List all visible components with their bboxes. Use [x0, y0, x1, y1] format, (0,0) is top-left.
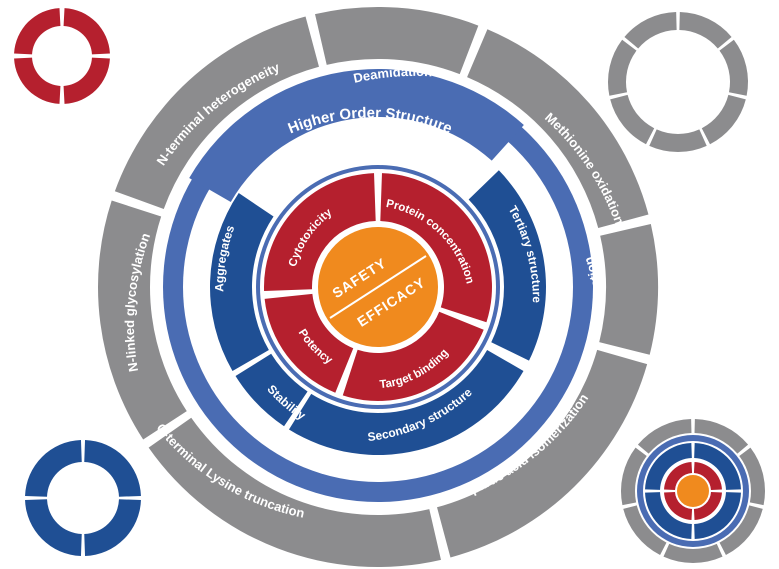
gray-segment-c-terminal-lysine-truncation — [148, 417, 441, 567]
blue-thumb-seg-2 — [25, 499, 82, 556]
multi-thumb-red-seg-0 — [693, 462, 722, 491]
red-thumb-seg-2 — [14, 57, 61, 104]
multi-thumb-red-seg-2 — [664, 491, 693, 520]
blue-segment-aggregates — [210, 193, 274, 371]
gray-segment-n-terminal-heterogeneity — [114, 16, 319, 210]
multi-thumb-center — [677, 475, 709, 507]
gray-thumb-seg-5 — [608, 39, 637, 96]
multi-thumb-gray-seg-3 — [663, 543, 723, 563]
blue-thumb-seg-0 — [84, 440, 141, 497]
multi-thumb-blue-seg-1 — [694, 492, 741, 539]
multi-thumb-blue-seg-3 — [645, 443, 692, 490]
gray-thumb-seg-2 — [701, 94, 746, 145]
blue-segment-secondary-structure — [288, 350, 524, 456]
multi-thumb-gray-seg-2 — [719, 505, 763, 556]
gray-ring-thumbnail — [608, 12, 748, 152]
gray-segment-glycation — [599, 224, 658, 355]
multi-thumb-gray-seg-5 — [621, 447, 647, 506]
center-divider — [329, 255, 427, 319]
main-diagram: SAFETY EFFICACY Deamidation Methionine o… — [97, 7, 658, 567]
multi-thumb-red-seg-1 — [693, 491, 722, 520]
multi-thumb-blue-seg-0 — [694, 443, 741, 490]
red-segment-potency — [264, 293, 354, 393]
blue-segment-tertiary-structure — [468, 170, 546, 361]
red-thumb-seg-3 — [14, 8, 61, 55]
gray-thumb-seg-4 — [610, 94, 655, 145]
gray-segment-deamidation — [315, 7, 479, 75]
gray-thumb-seg-1 — [719, 39, 748, 96]
red-thumb-seg-1 — [63, 57, 110, 104]
red-ring — [264, 173, 492, 401]
multi-thumb-blue-seg-2 — [645, 492, 692, 539]
gray-segment-methionine-oxidation — [467, 29, 649, 228]
red-ring-thumbnail — [14, 8, 110, 104]
thumbnails — [14, 8, 766, 563]
gray-thumb-seg-0 — [679, 12, 732, 49]
gray-thumb-seg-6 — [624, 12, 677, 49]
multi-thumb-gray-seg-4 — [623, 505, 667, 556]
red-segment-cytotoxicity — [264, 173, 376, 291]
gray-segment-n-linked-glycosylation — [97, 200, 187, 440]
gray-ring — [97, 7, 658, 567]
blue-segment-stability — [235, 353, 308, 427]
red-segment-protein-concentration — [380, 173, 492, 323]
multi-thumb-gray-seg-1 — [739, 447, 766, 506]
blue-ring-thumbnail — [25, 440, 141, 556]
gray-segment-aspartic-acid-isomerization — [437, 349, 648, 558]
gray-thumb-seg-3 — [649, 129, 707, 152]
multi-thumb-gray-seg-6 — [637, 419, 692, 454]
blue-thumb-seg-3 — [25, 440, 82, 497]
higher-order-structure-band — [189, 69, 524, 202]
red-thumb-seg-0 — [63, 8, 110, 55]
multi-thumb-gray-seg-0 — [694, 419, 749, 454]
full-diagram-thumbnail — [621, 419, 766, 563]
red-segment-target-binding — [342, 311, 484, 401]
blue-thumb-seg-1 — [84, 499, 141, 556]
multi-thumb-red-seg-3 — [664, 462, 693, 491]
